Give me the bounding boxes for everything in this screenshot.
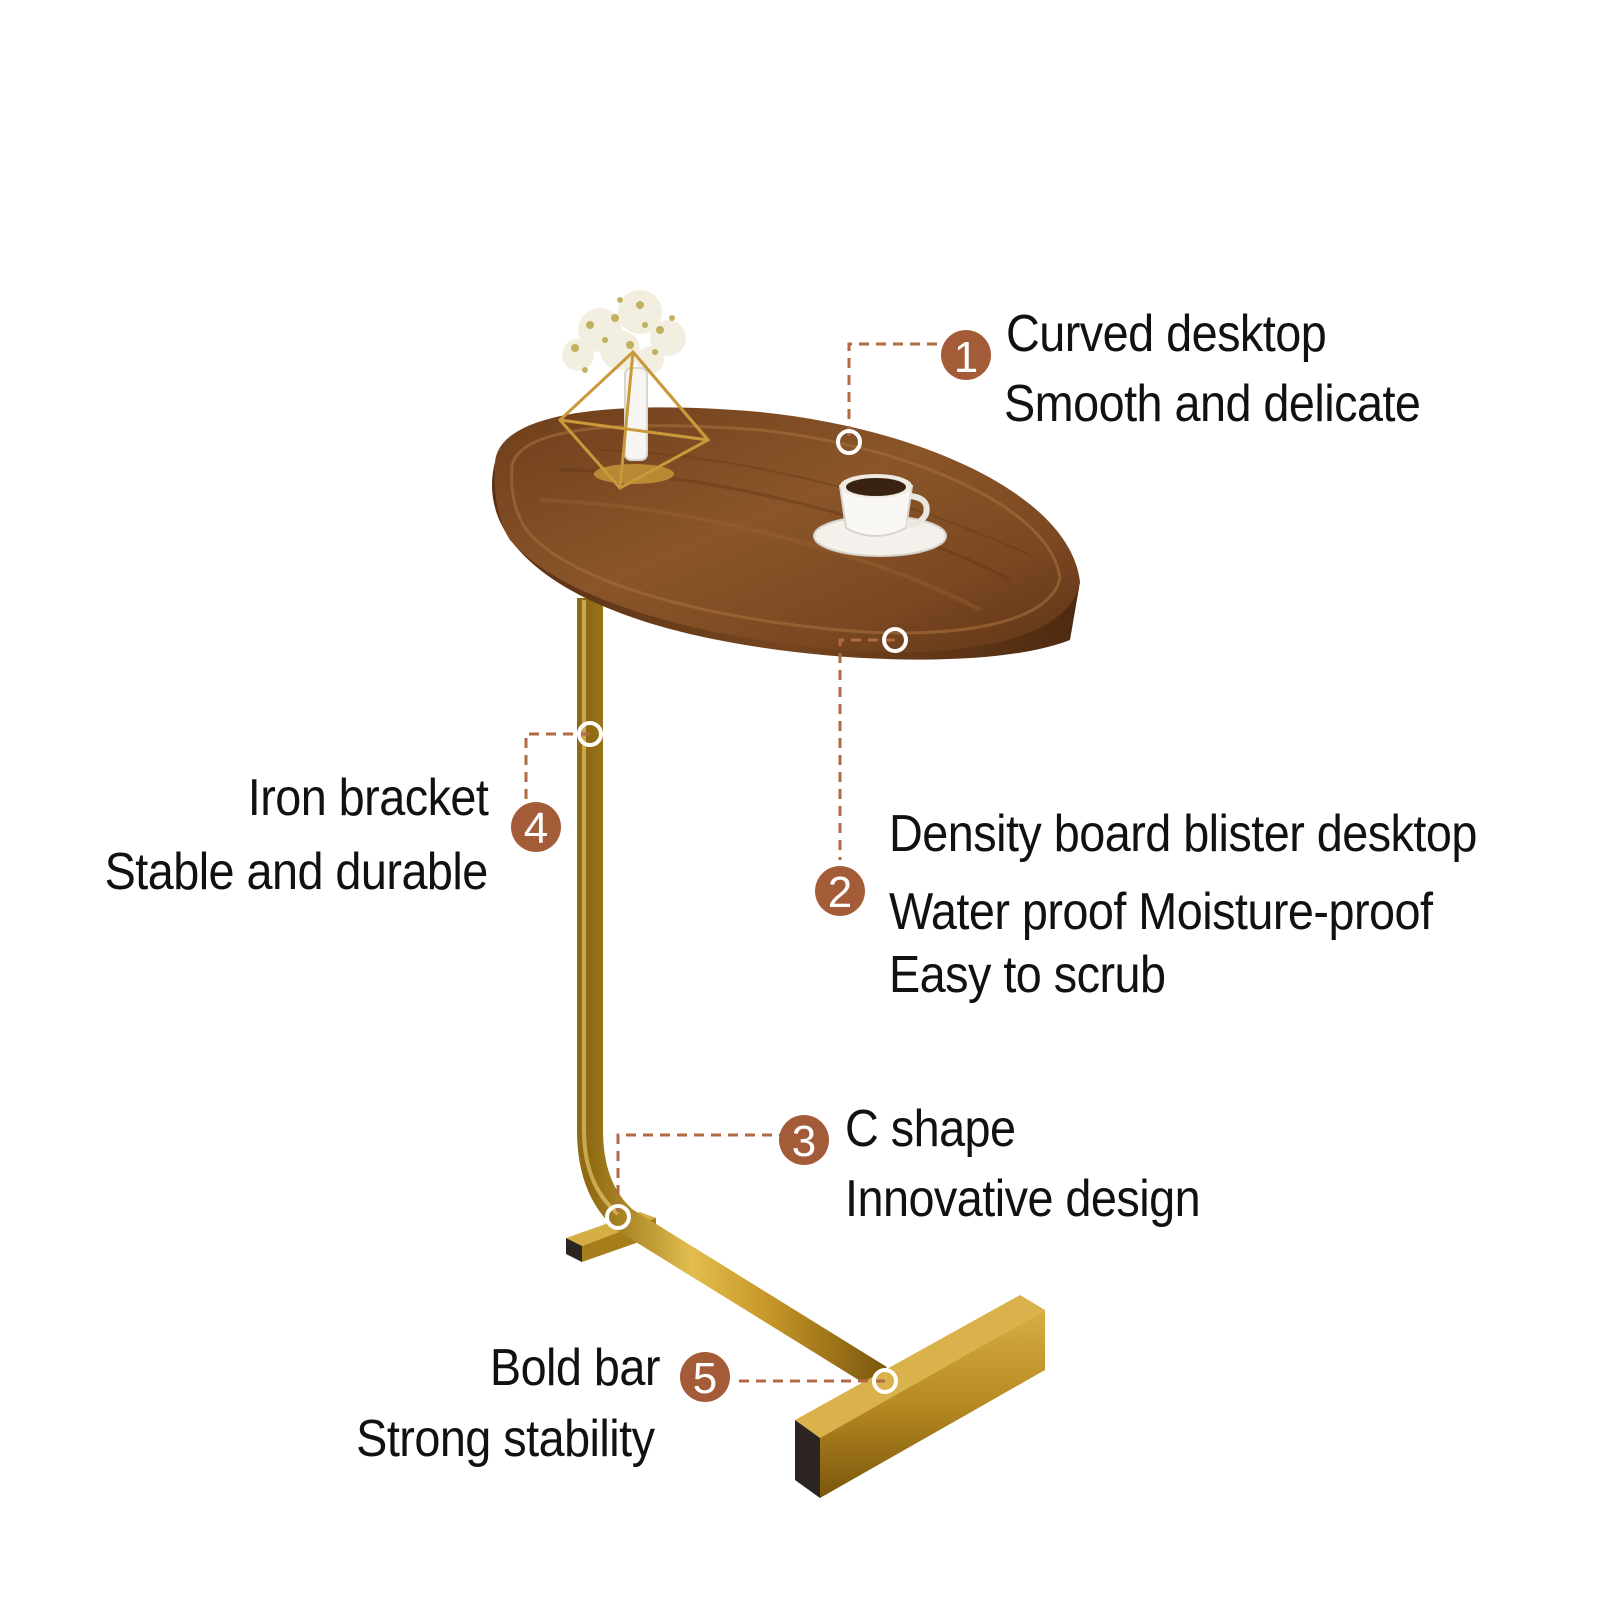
vertical-post xyxy=(577,598,887,1390)
anchor-dot-4 xyxy=(577,721,603,747)
leader-lines xyxy=(524,342,944,1383)
callout-4-title: Iron bracket xyxy=(247,769,488,827)
callout-1-title: Curved desktop xyxy=(1006,305,1327,363)
badge-1: 1 xyxy=(941,330,991,382)
callout-4-subtitle: Stable and durable xyxy=(104,843,489,901)
callout-3-subtitle: Innovative design xyxy=(845,1170,1201,1228)
anchor-dot-2 xyxy=(882,627,908,653)
anchor-dot-1 xyxy=(836,429,862,455)
badge-2-number: 2 xyxy=(828,868,852,917)
leader-line-3 xyxy=(616,1133,780,1212)
number-badges: 1 2 3 4 5 xyxy=(511,330,991,1403)
coffee-cup xyxy=(813,474,947,557)
leader-line-1 xyxy=(847,342,944,436)
side-table-illustration xyxy=(491,290,1081,1498)
badge-5: 5 xyxy=(680,1352,730,1403)
callout-2-line-2: Water proof Moisture-proof xyxy=(889,883,1433,941)
badge-3: 3 xyxy=(779,1115,829,1166)
badge-3-number: 3 xyxy=(792,1117,816,1166)
callout-2-title: Density board blister desktop xyxy=(889,805,1477,863)
leader-line-4 xyxy=(524,732,590,805)
callout-1-subtitle: Smooth and delicate xyxy=(1004,375,1421,433)
callout-5-subtitle: Strong stability xyxy=(355,1410,655,1468)
flower-vase xyxy=(557,290,711,490)
callout-2-line-3: Easy to scrub xyxy=(889,946,1166,1004)
leader-line-2 xyxy=(838,638,895,860)
badge-4-number: 4 xyxy=(524,804,548,853)
badge-1-number: 1 xyxy=(954,333,978,382)
badge-4: 4 xyxy=(511,802,561,853)
anchor-dot-5 xyxy=(872,1368,898,1394)
anchor-dot-3 xyxy=(605,1204,631,1230)
badge-2: 2 xyxy=(815,866,865,917)
badge-5-number: 5 xyxy=(693,1354,717,1403)
callout-3-title: C shape xyxy=(845,1100,1016,1158)
callout-5-title: Bold bar xyxy=(489,1339,661,1397)
anchor-dots xyxy=(577,429,908,1394)
front-foot xyxy=(795,1295,1045,1498)
